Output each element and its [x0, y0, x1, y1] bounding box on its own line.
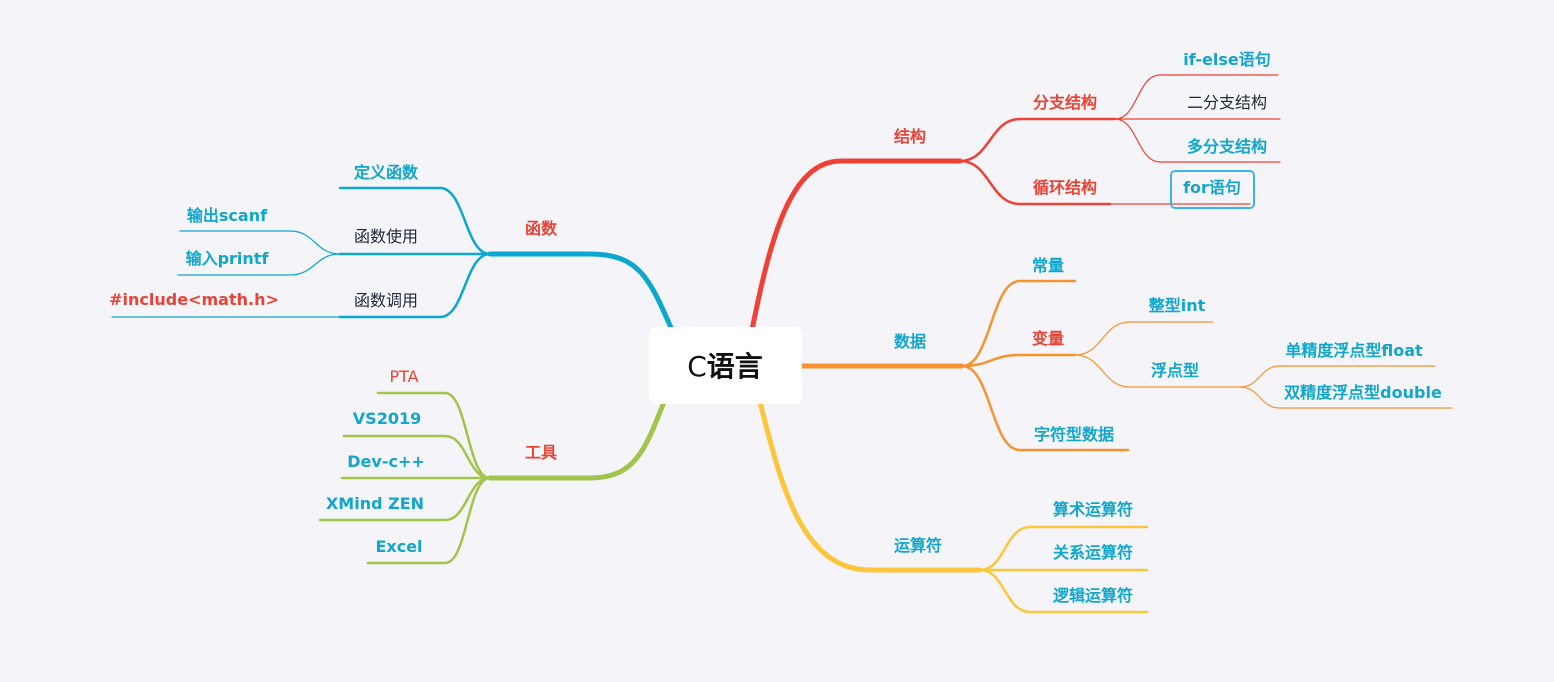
topic-tools[interactable]: 工具 [525, 443, 557, 462]
line-logical [978, 568, 1149, 614]
topic-float[interactable]: 单精度浮点型float [1285, 341, 1423, 360]
topic-logical-op[interactable]: 逻辑运算符 [1053, 586, 1133, 605]
topic-branch-structure[interactable]: 分支结构 [1033, 93, 1097, 112]
topic-operators[interactable]: 运算符 [894, 536, 942, 555]
line-operators [757, 399, 983, 573]
topic-printf[interactable]: 输入printf [186, 249, 270, 268]
line-floating [1074, 354, 1241, 388]
topic-include-math[interactable]: #include<math.h> [109, 290, 279, 309]
line-structure [749, 158, 963, 333]
line-tools [487, 399, 667, 481]
line-printf [177, 253, 341, 276]
topic-floating[interactable]: 浮点型 [1151, 361, 1199, 380]
line-loop [958, 159, 1112, 206]
topic-scanf[interactable]: 输出scanf [187, 206, 268, 225]
line-tool-0 [376, 391, 492, 480]
topic-if-else[interactable]: if-else语句 [1183, 50, 1271, 69]
topic-constant[interactable]: 常量 [1032, 256, 1064, 275]
line-constant [960, 279, 1077, 368]
topic-relational-op[interactable]: 关系运算符 [1053, 543, 1133, 562]
topic-function-use[interactable]: 函数使用 [354, 227, 418, 246]
topic-excel[interactable]: Excel [375, 537, 422, 556]
connector-lines [111, 74, 1453, 614]
line-multi-branch [1114, 118, 1281, 163]
topic-int[interactable]: 整型int [1148, 296, 1206, 315]
topic-two-branch[interactable]: 二分支结构 [1187, 93, 1267, 112]
topic-for[interactable]: for语句 [1183, 178, 1241, 197]
line-scanf [179, 230, 341, 255]
line-double [1239, 386, 1453, 409]
line-tool-1 [342, 434, 492, 480]
topic-structure[interactable]: 结构 [893, 127, 926, 146]
selection-box [1170, 170, 1255, 209]
topic-xmind[interactable]: XMind ZEN [326, 494, 424, 513]
topic-double[interactable]: 双精度浮点型double [1284, 383, 1442, 402]
topic-functions[interactable]: 函数 [525, 219, 558, 238]
line-define [338, 186, 492, 256]
topic-define-function[interactable]: 定义函数 [353, 163, 419, 182]
central-topic[interactable]: C语言 [687, 350, 763, 383]
central-topic-box[interactable] [649, 327, 802, 404]
line-if-else [1114, 74, 1279, 120]
topic-arith-op[interactable]: 算术运算符 [1053, 500, 1133, 519]
line-int [1074, 321, 1214, 356]
line-arith [978, 525, 1149, 572]
topic-data[interactable]: 数据 [894, 332, 926, 351]
line-char [960, 364, 1130, 452]
topic-variable[interactable]: 变量 [1032, 329, 1064, 348]
topic-multi-branch[interactable]: 多分支结构 [1187, 137, 1267, 156]
line-branch [958, 117, 1117, 163]
topic-function-call[interactable]: 函数调用 [354, 291, 418, 310]
line-float [1239, 365, 1436, 388]
topic-pta[interactable]: PTA [389, 367, 418, 386]
topic-char[interactable]: 字符型数据 [1034, 425, 1114, 444]
topic-vs2019[interactable]: VS2019 [353, 409, 421, 428]
topic-devcpp[interactable]: Dev-c++ [347, 452, 425, 471]
line-call [338, 252, 492, 319]
line-variable [960, 353, 1077, 368]
line-tool-4 [366, 476, 492, 565]
line-functions [487, 251, 675, 333]
topic-loop-structure[interactable]: 循环结构 [1033, 178, 1097, 197]
